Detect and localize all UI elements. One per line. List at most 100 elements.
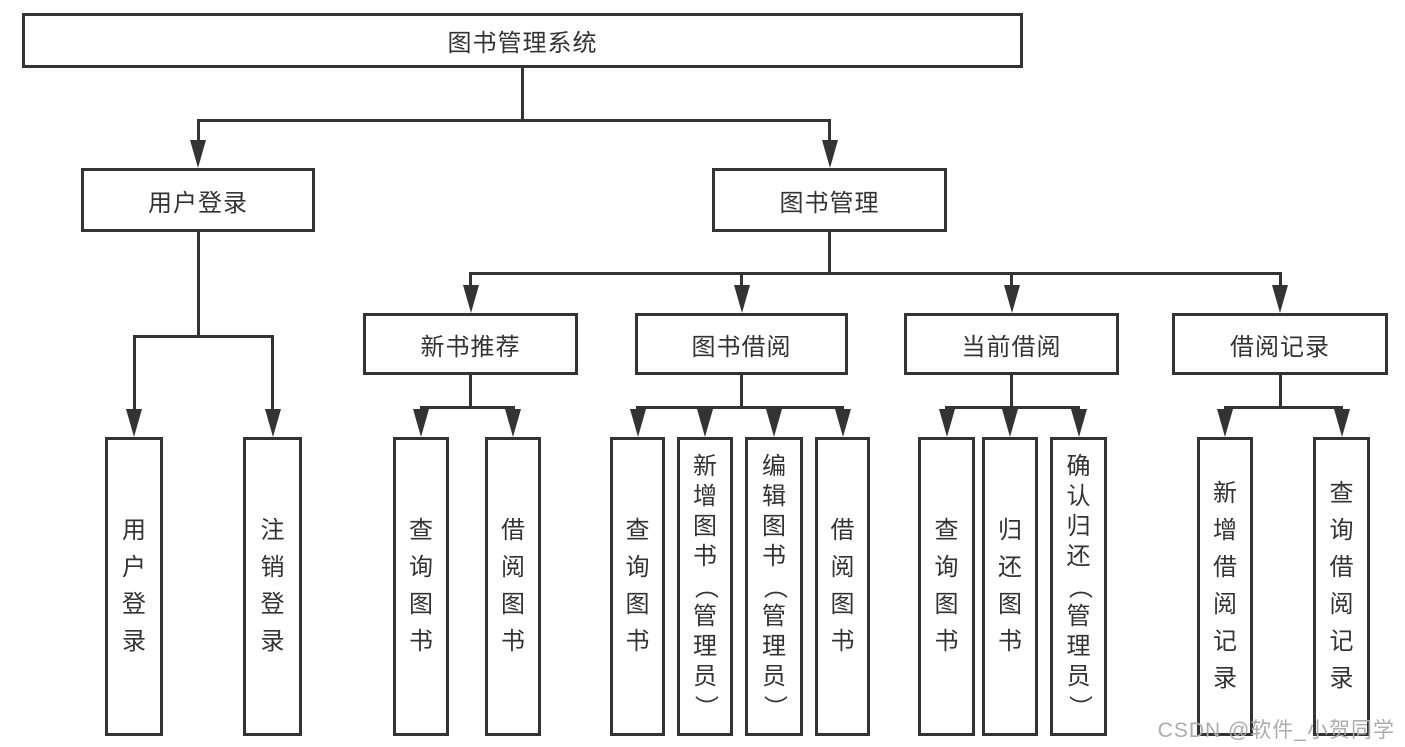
node-borrow-books-1: 借阅图书 (485, 437, 541, 736)
label-char: 辑 (762, 482, 786, 510)
node-confirm-return-admin: 确认归还（管理员） (1050, 437, 1107, 736)
connector-drop (196, 119, 200, 140)
connector-drop (1008, 406, 1012, 409)
label-char: 登 (260, 591, 285, 618)
label-char: 询 (409, 554, 433, 581)
label-char: 管 (1066, 602, 1091, 630)
label-char: 新 (693, 452, 717, 480)
watermark: CSDN @软件_小贺同学 (1157, 719, 1395, 742)
arrow-down-icon (697, 409, 713, 437)
label-char: 图 (998, 591, 1022, 618)
label-char: 图 (830, 591, 855, 618)
connector-drop (1010, 272, 1013, 285)
label-char: 书 (998, 628, 1022, 655)
connector-drop (828, 119, 831, 140)
connector-drop (841, 406, 844, 409)
label-char: ） (692, 694, 719, 719)
label-char: 书 (409, 628, 433, 655)
label-char: 书 (934, 628, 959, 655)
label-char: 询 (1329, 517, 1354, 544)
label-char: 书 (501, 628, 525, 655)
connector-drop (740, 272, 743, 285)
connector-bus (1223, 406, 1343, 409)
label-char: 还 (1066, 542, 1091, 570)
connector-drop (772, 406, 776, 409)
arrow-down-icon (766, 409, 782, 437)
label-char: 阅 (1329, 591, 1354, 618)
connector-trunk (740, 375, 743, 409)
label-char: 借 (830, 517, 855, 544)
node-logout-action: 注销登录 (243, 437, 302, 736)
label-char: 借 (1329, 554, 1354, 581)
label-char: 用 (122, 517, 146, 544)
label-char: 录 (1329, 665, 1354, 692)
arrow-down-icon (264, 409, 281, 437)
connector-drop (703, 406, 707, 409)
node-query-borrow-record: 查询借阅记录 (1313, 437, 1370, 736)
node-login-action: 用户登录 (105, 437, 163, 736)
label-char: （ (1065, 574, 1093, 599)
label-char: 阅 (1213, 591, 1237, 618)
label-char: 图 (625, 591, 650, 618)
node-new-books: 新书推荐 (363, 313, 578, 375)
label-char: 增 (1213, 517, 1237, 544)
node-book-mgmt: 图书管理 (712, 168, 947, 232)
connector-bus (132, 335, 274, 338)
label-char: （ (761, 574, 788, 599)
connector-bus (196, 119, 831, 122)
label-char: 阅 (501, 554, 525, 581)
arrow-down-icon (1003, 285, 1020, 313)
label-char: 记 (1213, 628, 1237, 655)
label-char: 查 (409, 517, 433, 544)
label-char: 理 (1066, 632, 1091, 660)
label-char: ） (761, 694, 788, 719)
node-label: 当前借阅 (961, 333, 1062, 361)
node-current-borrow: 当前借阅 (904, 313, 1119, 375)
label-char: 书 (762, 542, 786, 570)
label-char: 销 (260, 554, 285, 581)
arrow-down-icon (505, 409, 521, 437)
connector-trunk (1278, 375, 1282, 409)
label-char: 理 (762, 632, 786, 660)
label-char: 询 (625, 554, 650, 581)
node-query-books-1: 查询图书 (393, 437, 449, 736)
connector-drop (132, 335, 136, 409)
label-char: 确 (1066, 452, 1091, 480)
node-label: 图书借阅 (691, 333, 792, 361)
arrow-down-icon (413, 409, 429, 437)
label-char: 借 (1213, 554, 1237, 581)
node-root: 图书管理系统 (22, 13, 1023, 68)
label-char: 询 (934, 554, 959, 581)
connector-drop (469, 272, 472, 285)
label-char: 图 (693, 512, 717, 540)
connector-drop (271, 335, 274, 409)
node-label: 图书管理 (779, 189, 880, 217)
label-char: 图 (501, 591, 525, 618)
arrow-down-icon (1002, 409, 1018, 437)
label-char: 登 (122, 591, 146, 618)
node-return-books: 归还图书 (982, 437, 1038, 736)
node-label: 借阅记录 (1230, 333, 1330, 361)
label-char: 录 (122, 628, 146, 655)
node-label: 图书管理系统 (447, 30, 598, 57)
arrow-down-icon (126, 409, 142, 437)
node-user-login: 用户登录 (81, 168, 315, 232)
label-char: 增 (693, 482, 717, 510)
node-label: 用户登录 (148, 189, 248, 217)
label-char: 编 (762, 452, 786, 480)
label-char: 借 (501, 517, 525, 544)
connector-bus (469, 272, 1282, 275)
node-edit-books-admin: 编辑图书（管理员） (745, 437, 803, 736)
label-char: 还 (998, 554, 1022, 581)
arrow-down-icon (1217, 409, 1233, 437)
arrow-down-icon (629, 409, 646, 437)
label-char: 认 (1066, 482, 1091, 510)
label-char: 注 (260, 517, 285, 544)
connector-drop (1278, 272, 1282, 285)
node-add-borrow-record: 新增借阅记录 (1197, 437, 1253, 736)
label-char: 书 (625, 628, 650, 655)
arrow-down-icon (1272, 285, 1288, 313)
label-char: 户 (122, 554, 146, 581)
connector-trunk (196, 232, 200, 338)
label-char: 查 (934, 517, 959, 544)
